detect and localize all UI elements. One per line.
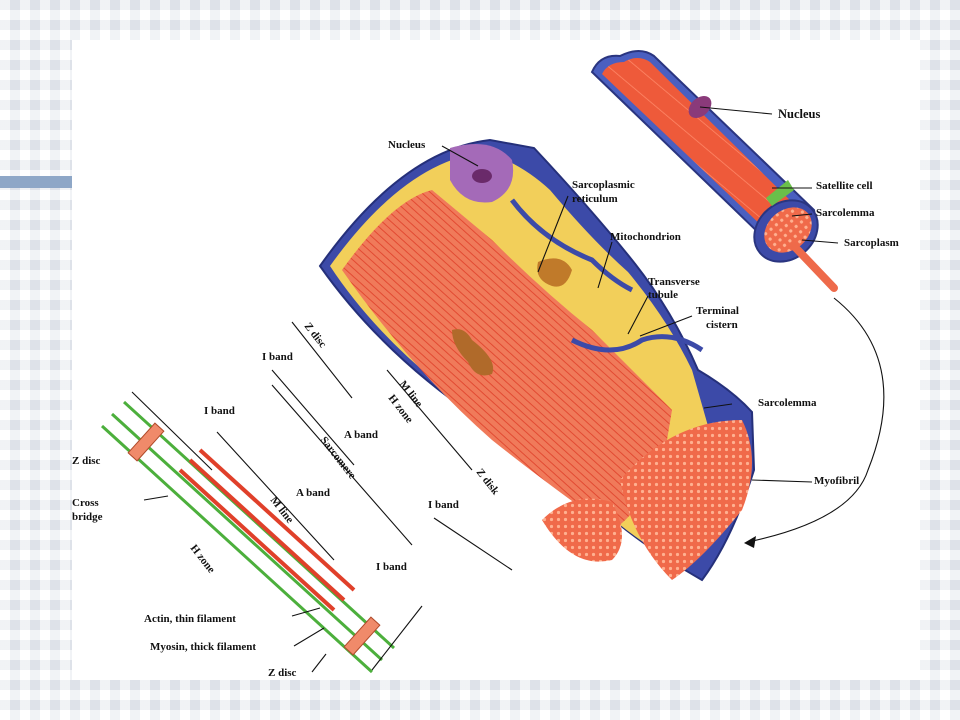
accent-bar bbox=[0, 176, 72, 188]
label-z-disc-upper: Z disc bbox=[302, 320, 329, 350]
label-z-disk-mid: Z disk bbox=[474, 466, 502, 497]
label-sarcolemma-top: Sarcolemma bbox=[816, 207, 875, 219]
arrow-head-icon bbox=[744, 536, 756, 548]
label-z-disc-left: Z disc bbox=[72, 455, 101, 467]
label-actin: Actin, thin filament bbox=[144, 613, 236, 625]
label-i-band-lower-right: I band bbox=[376, 561, 407, 573]
label-cistern: cistern bbox=[706, 319, 738, 331]
magnify-arrow bbox=[747, 297, 885, 543]
label-sarcomere: Sarcomere bbox=[318, 434, 358, 481]
z-disc-right bbox=[343, 616, 381, 656]
label-a-band-mid: A band bbox=[344, 429, 378, 441]
label-myosin: Myosin, thick filament bbox=[150, 641, 256, 653]
label-i-band-lower-left: I band bbox=[204, 405, 235, 417]
muscle-section bbox=[318, 138, 756, 582]
label-sarcolemma-mid: Sarcolemma bbox=[758, 397, 817, 409]
label-z-disc-bottom: Z disc bbox=[268, 667, 297, 679]
satellite-cell bbox=[766, 180, 794, 206]
label-m-line-lower: M line bbox=[268, 494, 296, 525]
label-satellite-cell: Satellite cell bbox=[816, 180, 873, 192]
label-mitochondrion: Mitochondrion bbox=[610, 231, 681, 243]
label-terminal: Terminal bbox=[696, 305, 739, 317]
label-sarcoplasmic: Sarcoplasmic bbox=[572, 179, 635, 191]
myofibril-strand bbox=[790, 242, 838, 292]
label-reticulum: reticulum bbox=[572, 193, 618, 205]
sarcomere-schematic bbox=[100, 391, 423, 674]
band-brackets-mid bbox=[271, 321, 513, 571]
label-nucleus-mid: Nucleus bbox=[388, 139, 426, 151]
label-i-band-upper: I band bbox=[262, 351, 293, 363]
actin-filament bbox=[110, 412, 384, 662]
muscle-fiber-diagram: Nucleus Satellite cell Sarcolemma Sarcop… bbox=[72, 50, 899, 679]
label-i-band-mid: I band bbox=[428, 499, 459, 511]
label-h-zone-lower: H zone bbox=[188, 542, 218, 575]
label-transverse: Transverse bbox=[648, 276, 700, 288]
label-bridge: bridge bbox=[72, 511, 103, 523]
figure-panel: Nucleus Satellite cell Sarcolemma Sarcop… bbox=[72, 40, 920, 680]
muscle-fiber-cylinder bbox=[590, 50, 838, 292]
label-cross: Cross bbox=[72, 497, 99, 509]
label-nucleus-top: Nucleus bbox=[778, 107, 821, 121]
label-tubule: tubule bbox=[648, 289, 678, 301]
label-a-band-lower: A band bbox=[296, 487, 330, 499]
label-sarcoplasm: Sarcoplasm bbox=[844, 237, 899, 249]
z-disc-left bbox=[127, 422, 165, 462]
label-myofibril: Myofibril bbox=[814, 475, 859, 487]
leader-lines bbox=[143, 106, 839, 673]
mitochondrion-shape bbox=[452, 329, 494, 376]
myosin-filament bbox=[188, 458, 346, 602]
